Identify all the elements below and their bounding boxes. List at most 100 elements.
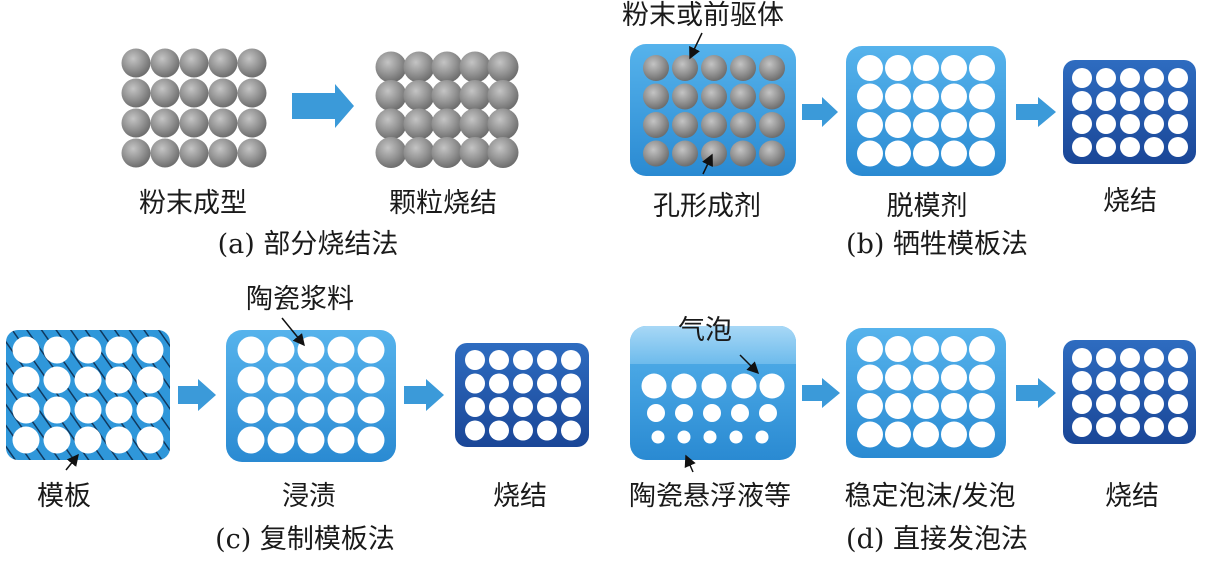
- pore: [1144, 371, 1164, 391]
- pore: [1120, 137, 1140, 157]
- pore: [1144, 394, 1164, 414]
- panel-c-step1-label: 模板: [37, 481, 91, 512]
- pore: [1168, 137, 1188, 157]
- pore: [1168, 68, 1188, 88]
- panel-c-arrow-1: [178, 379, 216, 411]
- panel-b-demolded-body: [846, 46, 1006, 176]
- sintered-particle: [403, 80, 435, 111]
- powder-particle: [121, 48, 151, 78]
- panel-d-arrow-2: [1016, 378, 1056, 408]
- panel-b-step1-label: 孔形成剂: [653, 191, 761, 222]
- precursor-particle: [759, 112, 785, 138]
- pore: [1096, 137, 1116, 157]
- template-pointer: [65, 453, 79, 471]
- template-cell: [136, 426, 164, 454]
- precursor-particle: [672, 55, 698, 81]
- pore-former-pointer: [702, 153, 713, 175]
- pore: [1120, 348, 1140, 368]
- powder-particle: [179, 78, 209, 108]
- pore: [1072, 348, 1092, 368]
- pore: [297, 426, 325, 454]
- panel-b-step3-label: 烧结: [1103, 186, 1157, 217]
- gas-bubble: [703, 404, 721, 422]
- sintered-particle: [375, 108, 407, 140]
- pore: [913, 55, 939, 81]
- panel-c-step3-label: 烧结: [493, 481, 547, 512]
- pore: [885, 83, 911, 110]
- precursor-particle: [759, 83, 785, 110]
- panel-a-caption: (a) 部分烧结法: [217, 229, 399, 260]
- pore: [941, 336, 967, 362]
- pore: [969, 393, 995, 419]
- panel-a-step2-label: 颗粒烧结: [389, 188, 497, 219]
- pore: [1120, 371, 1140, 391]
- panel-a-step1-label: 粉末成型: [139, 188, 247, 219]
- pore: [1144, 68, 1164, 88]
- template-cell: [12, 426, 40, 454]
- pore: [969, 112, 995, 138]
- pore: [489, 420, 509, 441]
- gas-bubble: [755, 430, 769, 444]
- pore: [561, 397, 581, 417]
- pore: [857, 83, 883, 110]
- pore: [885, 421, 911, 448]
- panel-d-step1-label: 陶瓷悬浮液等: [629, 481, 791, 512]
- template-cell: [43, 366, 71, 394]
- pore: [885, 140, 911, 167]
- template-cell: [136, 396, 164, 424]
- precursor-pointer: [689, 32, 703, 60]
- powder-particle: [150, 48, 180, 78]
- sintered-particle: [403, 137, 435, 168]
- precursor-particle: [672, 83, 698, 110]
- precursor-particle: [643, 55, 669, 81]
- pore: [1072, 114, 1092, 134]
- pore: [561, 420, 581, 441]
- precursor-particle: [672, 140, 698, 167]
- pore: [513, 373, 533, 394]
- precursor-particle: [701, 55, 727, 81]
- pore: [489, 350, 509, 370]
- precursor-particle: [759, 140, 785, 167]
- pore: [969, 336, 995, 362]
- pore: [1072, 394, 1092, 414]
- pore: [537, 373, 557, 394]
- pore: [941, 421, 967, 448]
- pore: [537, 420, 557, 441]
- template-cell: [43, 336, 71, 364]
- precursor-particle: [730, 83, 756, 110]
- template-cell: [105, 426, 133, 454]
- pore: [1096, 114, 1116, 134]
- pore: [885, 55, 911, 81]
- pore: [885, 393, 911, 419]
- sintered-particle: [487, 80, 519, 111]
- powder-particle: [179, 48, 209, 78]
- pore: [913, 336, 939, 362]
- pore: [489, 397, 509, 417]
- pore: [513, 350, 533, 370]
- panel-a-arrow: [292, 84, 354, 128]
- powder-particle: [208, 48, 238, 78]
- pore: [941, 112, 967, 138]
- precursor-particle: [701, 140, 727, 167]
- pore: [327, 336, 355, 364]
- pore: [857, 55, 883, 81]
- panel-c-impregnated-body: [226, 330, 396, 462]
- pore: [1168, 91, 1188, 111]
- pore: [267, 396, 295, 424]
- pore: [1072, 417, 1092, 437]
- sintered-particle: [431, 80, 463, 111]
- powder-particle: [150, 108, 180, 138]
- powder-particle: [208, 138, 238, 168]
- pore: [1072, 137, 1092, 157]
- pore: [857, 112, 883, 138]
- panel-b-arrow-1: [802, 97, 838, 127]
- template-cell: [105, 396, 133, 424]
- pore: [357, 396, 385, 424]
- powder-particle: [208, 78, 238, 108]
- pore: [913, 140, 939, 167]
- panel-c-step2-label: 浸渍: [282, 481, 336, 512]
- powder-particle: [179, 108, 209, 138]
- panel-b-step2-label: 脱模剂: [886, 191, 968, 222]
- precursor-particle: [730, 140, 756, 167]
